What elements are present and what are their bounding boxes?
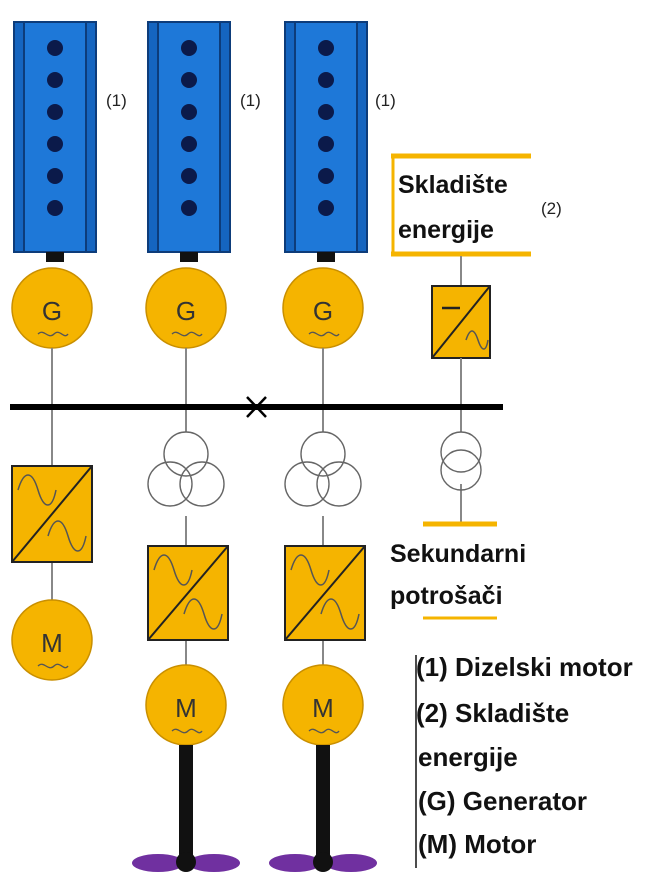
generator-1: G: [11, 267, 93, 349]
motor-2: M: [145, 664, 227, 746]
legend-item-1: (1) Dizelski motor: [416, 652, 633, 682]
legend-item-5: (M) Motor: [418, 829, 536, 859]
motor-1-letter: M: [41, 628, 63, 658]
motor-1: M: [11, 599, 93, 681]
motor-3: M: [282, 664, 364, 746]
energy-storage-box: Skladište energije: [391, 153, 531, 257]
converter-1: [11, 465, 93, 563]
motor-2-letter: M: [175, 693, 197, 723]
connection-lines: [51, 348, 462, 665]
storage-marker: (2): [541, 199, 562, 218]
converter-3: [284, 545, 366, 641]
generator-1-letter: G: [42, 296, 62, 326]
legend-item-4: (G) Generator: [418, 786, 587, 816]
diesel-engine-3: [284, 21, 368, 262]
legend: (1) Dizelski motor (2) Skladište energij…: [415, 652, 633, 868]
secondary-consumers-box: Sekundarni potrošači: [390, 521, 526, 620]
storage-label-line1: Skladište: [398, 171, 508, 199]
secondary-label-line1: Sekundarni: [390, 540, 526, 568]
storage-dc-ac-converter: [431, 285, 491, 359]
generator-2: G: [145, 267, 227, 349]
secondary-transformer: [440, 431, 482, 491]
engine-marker-1: (1): [106, 91, 127, 110]
generator-3: G: [282, 267, 364, 349]
bus-tie-breaker: [246, 396, 267, 418]
generator-2-letter: G: [176, 296, 196, 326]
transformer-1: [147, 431, 225, 507]
engine-marker-3: (1): [375, 91, 396, 110]
motor-3-letter: M: [312, 693, 334, 723]
generator-3-letter: G: [313, 296, 333, 326]
storage-label-line2: energije: [398, 216, 494, 244]
converter-2: [147, 545, 229, 641]
legend-item-3: energije: [418, 742, 518, 772]
propeller-1: [132, 745, 240, 872]
legend-item-2: (2) Skladište: [416, 698, 569, 728]
transformer-2: [284, 431, 362, 507]
engine-marker-2: (1): [240, 91, 261, 110]
secondary-label-line2: potrošači: [390, 582, 503, 610]
diesel-engine-1: [13, 21, 97, 262]
propeller-2: [269, 745, 377, 872]
diesel-engine-2: [147, 21, 231, 262]
